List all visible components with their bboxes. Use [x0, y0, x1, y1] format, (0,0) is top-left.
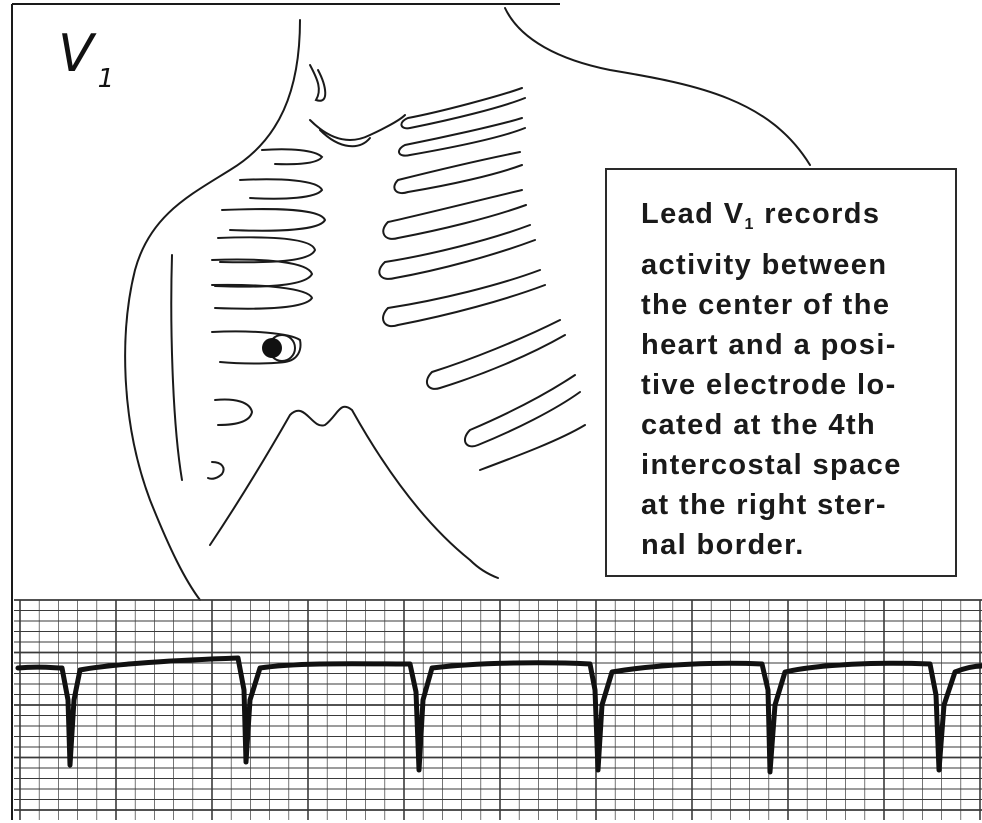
callout-line: Lead V1 records — [641, 194, 937, 245]
clavicle-outline — [310, 115, 405, 140]
rib-arch-outline — [210, 407, 498, 578]
neck-outline — [505, 8, 810, 165]
lead-subscript: 1 — [98, 64, 117, 94]
callout-line: the center of the — [641, 285, 937, 325]
right-ribs — [208, 149, 325, 479]
ecg-grid — [14, 600, 982, 820]
left-arm-inner-outline — [171, 255, 182, 480]
trachea-outline — [310, 65, 325, 101]
lead-v1-label: V1 — [58, 28, 116, 92]
callout-line: at the right ster- — [641, 485, 937, 525]
electrode-dot — [262, 338, 282, 358]
callout-line: nal border. — [641, 525, 937, 565]
left-ribs — [379, 88, 585, 470]
callout-line: tive electrode lo- — [641, 365, 937, 405]
lead-description-callout: Lead V1 records activity between the cen… — [605, 168, 957, 577]
v1-electrode-marker — [262, 335, 295, 361]
left-shoulder-outline — [125, 20, 300, 600]
callout-line: cated at the 4th — [641, 405, 937, 445]
callout-line: heart and a posi- — [641, 325, 937, 365]
callout-line: intercostal space — [641, 445, 937, 485]
lead-letter: V — [58, 24, 96, 84]
callout-line: activity between — [641, 245, 937, 285]
